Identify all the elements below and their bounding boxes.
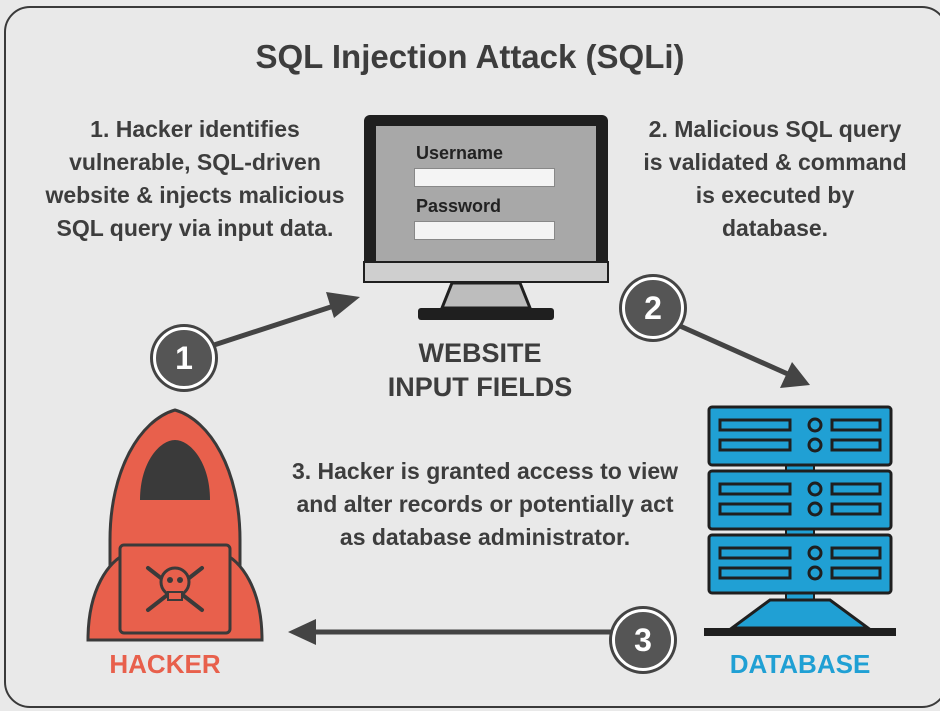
password-label: Password <box>416 196 502 216</box>
website-label-line2: INPUT FIELDS <box>387 372 573 402</box>
database-label: DATABASE <box>729 649 871 679</box>
step-2-badge: 2 <box>622 277 684 339</box>
step-3-badge: 3 <box>612 609 674 671</box>
step-3-text: 3. Hacker is granted access to view and … <box>291 458 679 550</box>
server-rack-icon <box>704 405 896 636</box>
arrow-icon <box>678 323 810 388</box>
arrow-icon <box>213 292 360 348</box>
username-label: Username <box>416 143 504 163</box>
password-field <box>414 221 555 240</box>
website-label-line1: WEBSITE <box>418 338 542 368</box>
skull-crossbones-icon <box>146 566 204 612</box>
arrow-icon <box>288 619 612 645</box>
website-label: WEBSITE INPUT FIELDS <box>330 336 630 404</box>
step-1-text: 1. Hacker identifies vulnerable, SQL-dri… <box>45 116 345 241</box>
hacker-label: HACKER <box>109 649 221 679</box>
monitor-icon <box>363 115 609 320</box>
diagram-title: SQL Injection Attack (SQLi) <box>255 38 685 75</box>
step-1-badge: 1 <box>153 327 215 389</box>
username-field <box>414 168 555 187</box>
hacker-hoodie-icon <box>86 408 264 642</box>
step-2-text: 2. Malicious SQL query is validated & co… <box>643 116 907 241</box>
